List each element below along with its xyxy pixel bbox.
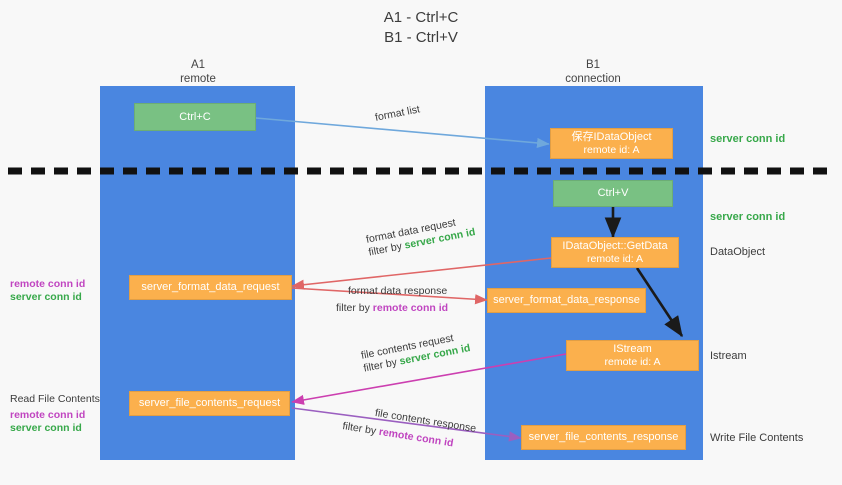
node-istream[interactable]: IStream remote id: A <box>566 340 699 371</box>
edge-label-file-contents-request: file contents request filter by server c… <box>360 329 472 375</box>
node-ctrl-c-label: Ctrl+C <box>179 110 211 123</box>
edge-label-format-data-response: format data response filter by remote co… <box>336 285 448 315</box>
lane-a1-subtitle: remote <box>180 73 216 85</box>
annotation-read-file-contents: Read File Contents <box>10 393 100 405</box>
annotation-server-conn-id: server conn id <box>10 422 82 434</box>
node-server-format-data-response[interactable]: server_format_data_response <box>487 288 646 313</box>
node-save-dataobject-id: remote id: A <box>583 143 640 156</box>
node-ctrl-v[interactable]: Ctrl+V <box>553 180 673 207</box>
node-getdata-title: IDataObject::GetData <box>562 239 668 252</box>
node-server-file-contents-request[interactable]: server_file_contents_request <box>129 391 290 416</box>
node-server-file-contents-response-label: server_file_contents_response <box>528 431 679 443</box>
node-getdata-id: remote id: A <box>586 252 644 265</box>
lane-header-a1: A1 remote <box>130 58 266 86</box>
node-server-format-data-request[interactable]: server_format_data_request <box>129 275 292 300</box>
node-server-format-data-request-label: server_format_data_request <box>141 281 280 293</box>
lane-b1-name: B1 <box>585 59 601 71</box>
annotation-right-istream: Istream <box>710 350 747 362</box>
edge-label-file-contents-response: file contents response filter by remote … <box>342 407 477 454</box>
node-ctrl-v-label: Ctrl+V <box>597 187 629 199</box>
title-line-1: A1 - Ctrl+C <box>383 9 459 26</box>
node-server-file-contents-request-label: server_file_contents_request <box>138 397 281 409</box>
lane-a1-name: A1 <box>190 59 206 71</box>
node-istream-title: IStream <box>613 342 652 355</box>
title-line-2: B1 - Ctrl+V <box>384 29 458 46</box>
lane-b1-subtitle: connection <box>565 73 621 85</box>
annotation-right-server-conn-id-1: server conn id <box>710 133 786 145</box>
filter-prefix: filter by <box>336 302 373 314</box>
annotation-right-write-file-contents: Write File Contents <box>710 432 804 444</box>
node-save-dataobject-title: 保存IDataObject <box>571 130 652 143</box>
node-save-dataobject[interactable]: 保存IDataObject remote id: A <box>550 128 673 159</box>
lane-header-b1: B1 connection <box>525 58 661 86</box>
node-server-format-data-response-label: server_format_data_response <box>493 294 640 306</box>
edge-label-format-list: format list <box>374 103 421 124</box>
edge-label-format-data-request: format data request filter by server con… <box>365 213 477 259</box>
page-title: A1 - Ctrl+C B1 - Ctrl+V <box>0 8 842 48</box>
annotation-server-conn-id: server conn id <box>10 291 82 303</box>
node-istream-id: remote id: A <box>604 355 661 368</box>
annotation-left-middle: remote conn id server conn id <box>10 278 85 304</box>
filter-prefix: filter by <box>341 420 380 438</box>
annotation-remote-conn-id: remote conn id <box>10 409 86 421</box>
node-getdata[interactable]: IDataObject::GetData remote id: A <box>551 237 679 268</box>
annotation-right-server-conn-id-2: server conn id <box>710 211 786 223</box>
edge-label-format-data-response-filter: filter by remote conn id <box>336 302 448 315</box>
filter-highlight-remote-conn-id: remote conn id <box>372 302 449 314</box>
node-ctrl-c[interactable]: Ctrl+C <box>134 103 256 131</box>
edge-label-format-data-response-line1: format data response <box>348 285 448 297</box>
annotation-left-bottom: Read File Contents remote conn id server… <box>10 393 100 435</box>
node-server-file-contents-response[interactable]: server_file_contents_response <box>521 425 686 450</box>
annotation-right-dataobject: DataObject <box>710 246 766 258</box>
annotation-remote-conn-id: remote conn id <box>10 278 86 290</box>
